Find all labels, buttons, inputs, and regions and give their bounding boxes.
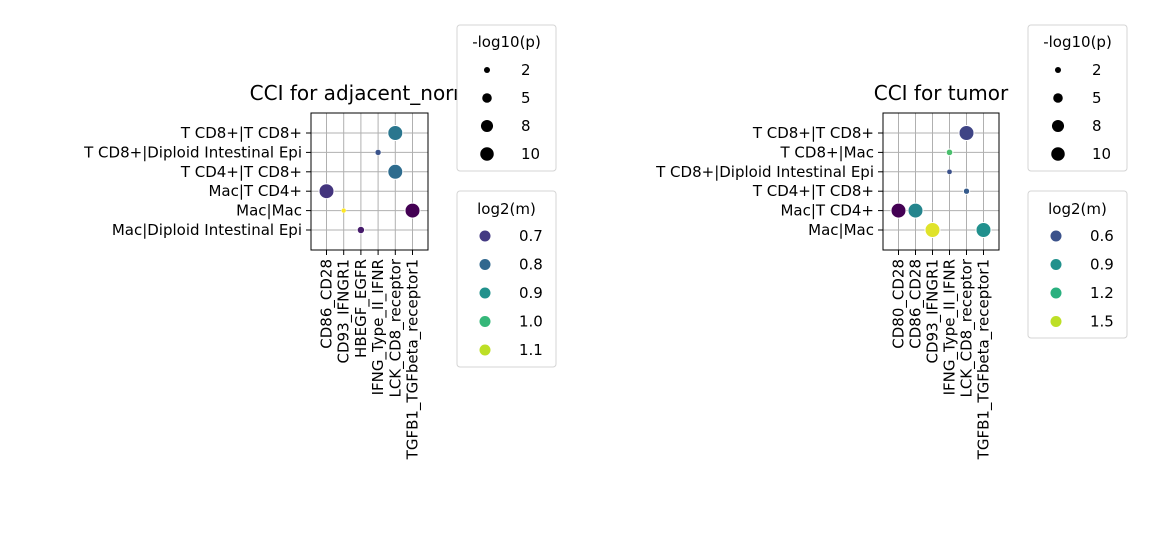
x-tick-label: CD93_IFNGR1 <box>335 259 354 363</box>
size-legend-title: -log10(p) <box>1043 33 1112 51</box>
x-tick-label: CD86_CD28 <box>318 259 337 349</box>
size-legend-box <box>1027 24 1128 172</box>
color-legend-marker <box>479 344 491 356</box>
color-legend-marker <box>479 287 491 299</box>
y-tick-label: T CD8+|Mac <box>779 143 874 161</box>
color-legend-label: 1.1 <box>519 341 543 359</box>
color-legend-label: 0.9 <box>1090 256 1114 274</box>
chart-panel-1: CCI for tumor T CD8+|T CD8+T CD8+|Mac T CD… <box>655 24 1128 460</box>
data-point <box>890 202 907 219</box>
data-point <box>387 125 404 141</box>
size-legend-box <box>456 24 557 172</box>
color-legend-marker <box>1050 230 1062 242</box>
data-point <box>924 222 941 238</box>
size-legend-marker <box>480 147 494 161</box>
y-tick-label: T CD8+|Diploid Intestinal Epi <box>83 143 302 161</box>
size-legend-marker <box>483 66 491 74</box>
x-tick-label: CD93_IFNGR1 <box>924 259 943 363</box>
y-tick-label: Mac|T CD4+ <box>208 182 302 200</box>
data-point <box>404 202 421 219</box>
x-tick-label: TGFB1_TGFbeta_receptor1 <box>975 259 994 460</box>
size-legend-marker <box>1053 93 1063 103</box>
y-tick-label: Mac|Mac <box>808 221 874 239</box>
data-point <box>374 149 382 156</box>
size-legend-marker <box>480 119 494 133</box>
y-tick-label: Mac|T CD4+ <box>780 202 874 220</box>
size-legend-title: -log10(p) <box>472 33 541 51</box>
chart-title: CCI for tumor <box>874 81 1009 105</box>
plot-frame <box>310 112 429 251</box>
data-point <box>387 163 404 180</box>
data-point <box>356 225 366 235</box>
color-legend-marker <box>1050 287 1062 299</box>
x-tick-label: TGFB1_TGFbeta_receptor1 <box>404 259 423 460</box>
chart-title: CCI for adjacent_normal <box>250 81 491 105</box>
color-legend-box <box>1027 190 1128 339</box>
y-tick-label: T CD8+|T CD8+ <box>752 124 874 142</box>
x-tick-label: CD86_CD28 <box>907 259 926 349</box>
data-point <box>341 208 347 214</box>
color-legend-label: 1.0 <box>519 313 543 331</box>
size-legend-label: 8 <box>1092 117 1102 135</box>
y-tick-label: Mac|Diploid Intestinal Epi <box>112 221 302 239</box>
x-tick-label: CD80_CD28 <box>890 259 909 349</box>
color-legend-title: log2(m) <box>477 200 536 218</box>
size-legend-label: 5 <box>521 89 531 107</box>
y-tick-label: T CD8+|Diploid Intestinal Epi <box>655 163 874 181</box>
size-legend-label: 2 <box>521 61 531 79</box>
y-tick-label: Mac|Mac <box>236 202 302 220</box>
color-legend-marker <box>479 230 491 242</box>
data-point <box>962 187 971 195</box>
color-legend-marker <box>479 316 491 327</box>
color-legend-marker <box>1050 259 1062 270</box>
size-legend-label: 2 <box>1092 61 1102 79</box>
color-legend-label: 1.2 <box>1090 284 1114 302</box>
size-legend-label: 10 <box>1092 145 1111 163</box>
y-tick-label: T CD4+|T CD8+ <box>180 163 302 181</box>
size-legend-marker <box>1051 119 1065 133</box>
y-tick-label: T CD8+|T CD8+ <box>180 124 302 142</box>
size-legend-marker <box>482 93 492 103</box>
plot-frame <box>882 112 1000 251</box>
size-legend-marker <box>1051 147 1065 161</box>
data-point <box>318 183 335 200</box>
color-legend-label: 0.8 <box>519 256 543 274</box>
data-point <box>907 202 924 219</box>
color-legend-label: 1.5 <box>1090 313 1114 331</box>
x-tick-label: HBEGF_EGFR <box>352 259 371 358</box>
color-legend-title: log2(m) <box>1048 200 1107 218</box>
size-legend-label: 8 <box>521 117 531 135</box>
data-point <box>975 222 992 238</box>
data-point <box>945 148 954 157</box>
x-tick-label: LCK_CD8_receptor <box>386 258 405 397</box>
color-legend-label: 0.6 <box>1090 227 1114 245</box>
size-legend-label: 10 <box>521 145 540 163</box>
x-tick-label: IFNG_Type_II_IFNR <box>369 259 388 395</box>
data-point <box>958 125 975 141</box>
size-legend-marker <box>1054 66 1062 74</box>
color-legend-marker <box>1050 316 1062 327</box>
color-legend-label: 0.9 <box>519 284 543 302</box>
color-legend-marker <box>479 259 491 270</box>
data-point <box>946 169 953 175</box>
y-tick-label: T CD4+|T CD8+ <box>752 182 874 200</box>
x-tick-label: LCK_CD8_receptor <box>958 258 977 397</box>
size-legend-label: 5 <box>1092 89 1102 107</box>
x-tick-label: IFNG_Type_II_IFNR <box>941 259 960 395</box>
color-legend-label: 0.7 <box>519 227 543 245</box>
